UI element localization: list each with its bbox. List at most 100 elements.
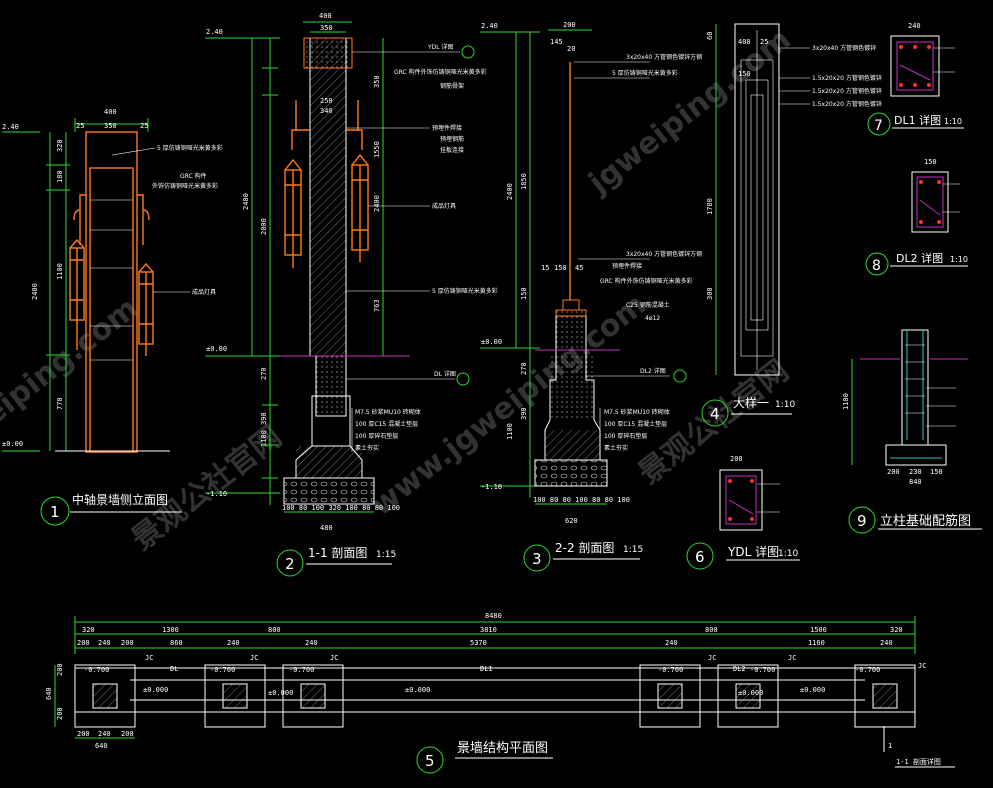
- svg-text:620: 620: [565, 517, 578, 525]
- svg-text:M7.5 砂浆MU10 砖砌体: M7.5 砂浆MU10 砖砌体: [355, 408, 421, 416]
- svg-text:1: 1: [888, 742, 892, 750]
- svg-text:2.40: 2.40: [2, 123, 19, 131]
- svg-text:4ø12: 4ø12: [645, 315, 660, 322]
- svg-text:1:15: 1:15: [376, 550, 396, 560]
- svg-text:±0.00: ±0.00: [481, 338, 502, 346]
- svg-text:350: 350: [373, 75, 381, 88]
- svg-text:1.5x20x20 方管钢色镀锌: 1.5x20x20 方管钢色镀锌: [812, 87, 882, 95]
- svg-text:1.5x20x20 方管钢色镀锌: 1.5x20x20 方管钢色镀锌: [812, 100, 882, 108]
- svg-text:±0.00: ±0.00: [206, 345, 227, 353]
- svg-text:60: 60: [706, 32, 714, 40]
- svg-text:1100: 1100: [842, 393, 850, 410]
- svg-text:DL: DL: [170, 665, 178, 673]
- svg-text:200: 200: [121, 639, 134, 647]
- svg-text:150: 150: [924, 158, 937, 166]
- svg-text:200: 200: [56, 707, 64, 720]
- svg-text:320: 320: [890, 626, 903, 634]
- svg-text:5 厚仿铸铜哑光米黄多彩: 5 厚仿铸铜哑光米黄多彩: [157, 144, 223, 152]
- svg-text:8: 8: [872, 258, 881, 274]
- svg-text:外饰仿铸铜哑光米黄多彩: 外饰仿铸铜哑光米黄多彩: [152, 182, 218, 190]
- svg-text:150: 150: [738, 70, 751, 78]
- svg-text:230: 230: [909, 468, 922, 476]
- svg-text:100 80 80 100 80 80 100: 100 80 80 100 80 80 100: [533, 496, 630, 504]
- svg-text:350: 350: [320, 24, 333, 32]
- svg-text:1-1 剖面图: 1-1 剖面图: [308, 546, 367, 560]
- svg-text:300: 300: [706, 287, 714, 300]
- svg-text:2000: 2000: [260, 218, 268, 235]
- svg-text:JC: JC: [788, 654, 796, 662]
- svg-text:2400: 2400: [31, 283, 39, 300]
- svg-text:3: 3: [532, 550, 542, 568]
- svg-text:3x20x40 方管钢色镀锌方钢: 3x20x40 方管钢色镀锌方钢: [626, 250, 702, 258]
- svg-text:预埋钢筋: 预埋钢筋: [440, 135, 464, 143]
- lamp-left-icon: [69, 194, 86, 350]
- svg-text:200: 200: [563, 21, 576, 29]
- svg-text:270: 270: [260, 367, 268, 380]
- svg-text:1850: 1850: [520, 173, 528, 190]
- svg-text:390: 390: [260, 412, 268, 425]
- svg-text:45: 45: [575, 264, 583, 272]
- svg-text:200: 200: [77, 730, 90, 738]
- svg-text:JC: JC: [708, 654, 716, 662]
- svg-text:2400: 2400: [242, 193, 250, 210]
- svg-text:320: 320: [56, 139, 64, 152]
- svg-text:M7.5 砂浆MU10 砖砌体: M7.5 砂浆MU10 砖砌体: [604, 408, 670, 416]
- svg-text:3810: 3810: [480, 626, 497, 634]
- svg-text:25: 25: [76, 122, 84, 130]
- svg-text:GRC 构件: GRC 构件: [180, 172, 207, 180]
- svg-text:270: 270: [520, 362, 528, 375]
- view-6-ydl: 200 6 YDL 详图 1:10: [686, 455, 800, 570]
- view-8-dl2: 150 8 DL2 详图 1:10: [865, 158, 968, 276]
- svg-text:145: 145: [550, 38, 563, 46]
- svg-text:1-1 剖面详图: 1-1 剖面详图: [896, 757, 941, 766]
- svg-text:400: 400: [104, 108, 117, 116]
- svg-text:JC: JC: [250, 654, 258, 662]
- svg-text:钢筋骨架: 钢筋骨架: [440, 82, 464, 90]
- lamp-section-left-icon: [284, 100, 310, 268]
- svg-text:大样一: 大样一: [733, 395, 769, 410]
- view-5-plan: 8480 320 1300 800 3810 800 1500 320 200 …: [45, 612, 955, 774]
- svg-text:7: 7: [874, 118, 883, 134]
- svg-text:3x20x40 方管钢色镀锌: 3x20x40 方管钢色镀锌: [812, 44, 876, 52]
- svg-text:100 厚碎石垫层: 100 厚碎石垫层: [604, 432, 647, 440]
- svg-text:1160: 1160: [808, 639, 825, 647]
- svg-text:770: 770: [56, 397, 64, 410]
- svg-text:1100: 1100: [260, 430, 268, 447]
- svg-text:480: 480: [320, 524, 333, 532]
- svg-text:3x20x40 方管钢色镀锌方钢: 3x20x40 方管钢色镀锌方钢: [626, 53, 702, 61]
- svg-text:JC: JC: [145, 654, 153, 662]
- svg-text:±0.000: ±0.000: [800, 686, 825, 694]
- svg-text:1500: 1500: [810, 626, 827, 634]
- svg-text:200: 200: [56, 663, 64, 676]
- svg-text:1780: 1780: [706, 198, 714, 215]
- svg-text:200: 200: [121, 730, 134, 738]
- view-4-detail: 60 1780 300 400 25 150 3x20x40 方管钢色镀锌 1.…: [701, 23, 882, 427]
- svg-text:640: 640: [95, 742, 108, 750]
- svg-text:4: 4: [710, 405, 720, 423]
- svg-text:8480: 8480: [485, 612, 502, 620]
- svg-text:DL1 详图: DL1 详图: [894, 113, 941, 127]
- svg-text:240: 240: [98, 730, 111, 738]
- svg-text:-0.700: -0.700: [210, 666, 235, 674]
- svg-text:±0.00: ±0.00: [2, 440, 23, 448]
- svg-text:预埋件焊接: 预埋件焊接: [612, 262, 642, 270]
- svg-text:350: 350: [104, 122, 117, 130]
- svg-text:400: 400: [319, 12, 332, 20]
- svg-text:100 厚C15 混凝土垫层: 100 厚C15 混凝土垫层: [604, 420, 667, 428]
- svg-text:20: 20: [567, 45, 575, 53]
- svg-text:100 厚碎石垫层: 100 厚碎石垫层: [355, 432, 398, 440]
- svg-text:150: 150: [930, 468, 943, 476]
- svg-text:成品灯具: 成品灯具: [192, 288, 216, 296]
- svg-text:1:10: 1:10: [778, 549, 798, 559]
- svg-text:1100: 1100: [506, 423, 514, 440]
- svg-text:素土夯实: 素土夯实: [355, 444, 379, 452]
- svg-text:400: 400: [738, 38, 751, 46]
- svg-text:640: 640: [45, 687, 53, 700]
- svg-text:5 厚仿铸铜哑光米黄多彩: 5 厚仿铸铜哑光米黄多彩: [432, 287, 498, 295]
- svg-text:763: 763: [373, 299, 381, 312]
- svg-text:860: 860: [170, 639, 183, 647]
- svg-text:1550: 1550: [373, 141, 381, 158]
- svg-text:5: 5: [425, 752, 435, 770]
- svg-text:180: 180: [56, 170, 64, 183]
- svg-text:挂板连接: 挂板连接: [440, 146, 464, 154]
